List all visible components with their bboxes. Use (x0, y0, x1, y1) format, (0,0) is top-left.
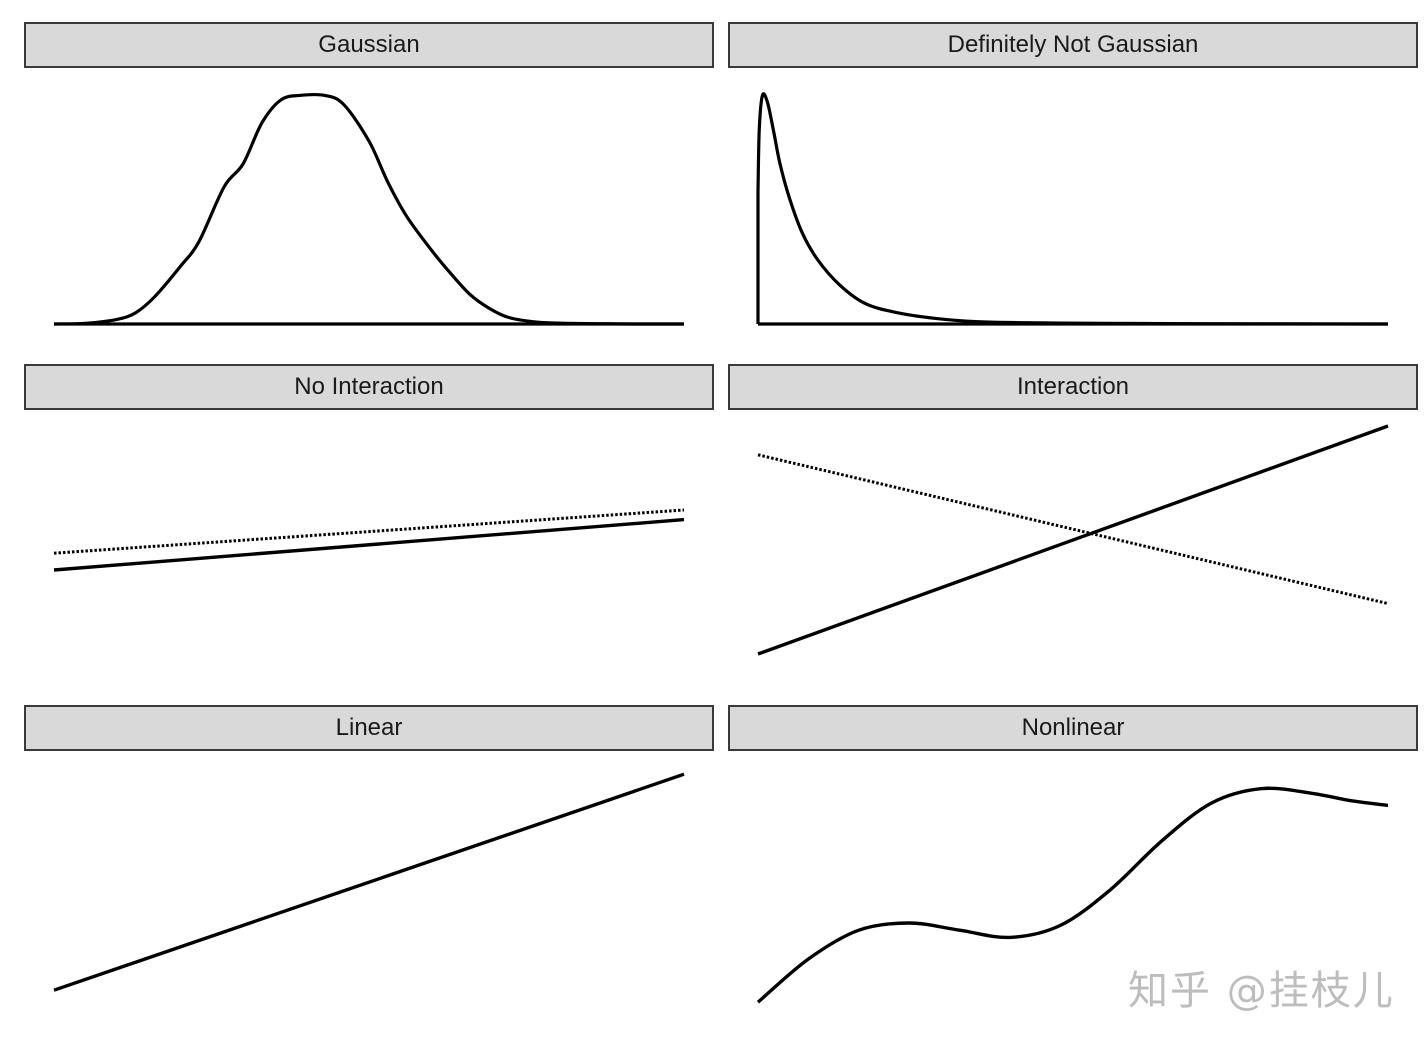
density-curve (53, 92, 684, 326)
solid-line-1 (757, 424, 1389, 656)
panel-linear: Linear (24, 705, 714, 1011)
strip-title-nonlinear: Nonlinear (728, 705, 1418, 751)
density-curve (756, 92, 1389, 326)
panel-gaussian: Gaussian (24, 22, 714, 328)
dotted-line-0 (757, 453, 1389, 606)
strip-title-no-interaction: No Interaction (24, 364, 714, 410)
strip-title-gaussian: Gaussian (24, 22, 714, 68)
strip-title-definitely-not-gaussian: Definitely Not Gaussian (728, 22, 1418, 68)
plot-linear (53, 772, 685, 992)
panel-nonlinear: Nonlinear (728, 705, 1418, 1011)
watermark: 知乎 @挂枝儿 (1128, 968, 1395, 1014)
strip-title-interaction: Interaction (728, 364, 1418, 410)
solid-line-1 (53, 517, 685, 572)
dotted-line-0 (53, 508, 685, 555)
plot-interaction (757, 424, 1389, 656)
solid-line-0 (53, 772, 685, 992)
solid-line-0 (756, 786, 1389, 1004)
plot-definitely-not-gaussian (756, 92, 1389, 326)
panel-definitely-not-gaussian: Definitely Not Gaussian (728, 22, 1418, 328)
plot-nonlinear (756, 786, 1389, 1004)
panel-interaction: Interaction (728, 364, 1418, 670)
panel-no-interaction: No Interaction (24, 364, 714, 670)
strip-title-linear: Linear (24, 705, 714, 751)
plot-gaussian (53, 92, 684, 326)
plot-no-interaction (53, 508, 685, 572)
